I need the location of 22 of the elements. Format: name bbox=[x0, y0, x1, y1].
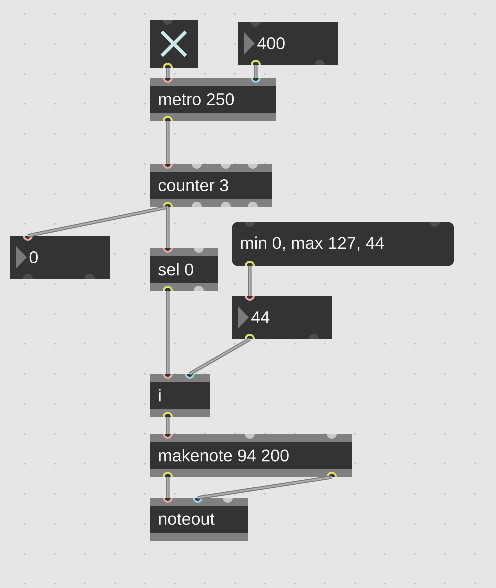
patch-cord bbox=[198, 476, 332, 500]
number-box: 400 bbox=[238, 22, 338, 66]
object-box: makenote 94 200 bbox=[150, 434, 352, 478]
patch-cord bbox=[166, 291, 170, 374]
patch-cord bbox=[248, 266, 252, 296]
object-box: metro 250 bbox=[150, 78, 276, 122]
patch-cord bbox=[28, 206, 168, 238]
object-box: noteout bbox=[150, 498, 248, 542]
patch-cord bbox=[166, 207, 170, 248]
patch-cord bbox=[166, 68, 170, 78]
toggle-box bbox=[150, 20, 198, 68]
patch-cord bbox=[254, 65, 258, 78]
number-box: 44 bbox=[232, 296, 332, 340]
object-box: sel 0 bbox=[150, 248, 218, 292]
message-box: min 0, max 127, 44 bbox=[232, 222, 454, 266]
patch-cord bbox=[166, 477, 170, 498]
patch-cord bbox=[189, 338, 251, 376]
object-box: i bbox=[150, 374, 210, 418]
object-box: counter 3 bbox=[150, 164, 272, 208]
patch-cord bbox=[166, 121, 170, 164]
number-box: 0 bbox=[10, 236, 110, 280]
patch-cord bbox=[166, 417, 170, 434]
